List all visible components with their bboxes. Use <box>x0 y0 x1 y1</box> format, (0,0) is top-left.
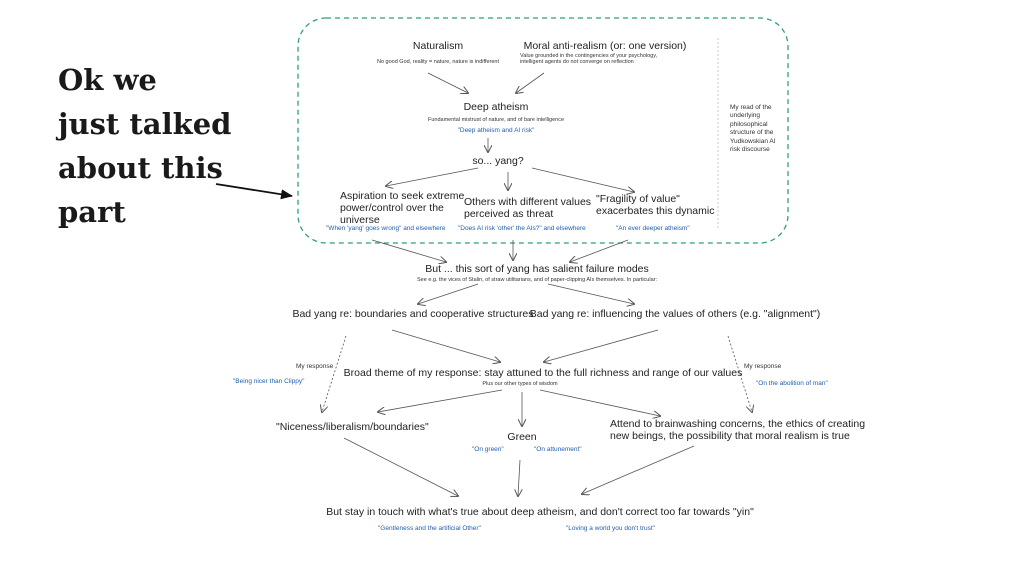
others-line: Others with different values <box>464 196 592 208</box>
fragility-line: "Fragility of value" <box>596 193 680 205</box>
aspiration-line: universe <box>340 214 380 227</box>
side-note-line: risk discourse <box>730 146 770 154</box>
fragility-link[interactable]: "An ever deeper atheism" <box>616 225 690 232</box>
arrow-yang-aspiration <box>386 167 479 186</box>
pointer-arrow <box>215 183 293 200</box>
arrow-response-left <box>322 335 347 412</box>
others-node: Others with different values perceived a… <box>464 196 591 220</box>
side-note: My read of the underlying philosophical … <box>730 104 776 155</box>
failure-modes-subtitle: See e.g. the vices of Stalin, of straw u… <box>417 277 657 283</box>
arrow-fragility-failure <box>570 239 629 262</box>
others-line: perceived as threat <box>464 208 554 221</box>
side-note-line: My read of the <box>730 104 772 111</box>
on-attunement-link[interactable]: "On attunement" <box>534 446 582 453</box>
arrow-yang-fragility <box>531 167 634 192</box>
loving-link[interactable]: "Loving a world you don't trust" <box>566 525 655 532</box>
clippy-link[interactable]: "Being nicer than Clippy" <box>233 378 305 385</box>
side-note-line: Yudkowskian AI <box>730 137 776 145</box>
bad-yang-boundaries: Bad yang re: boundaries and cooperative … <box>292 308 534 320</box>
stay-in-touch-node: But stay in touch with what's true about… <box>326 506 754 518</box>
slide-heading: Ok we just talked about this part <box>58 58 231 234</box>
arrow-theme-attend <box>539 389 660 416</box>
arrow-response-right <box>727 335 752 412</box>
antirealism-title: Moral anti-realism (or: one version) <box>523 40 687 52</box>
deep-atheism-subtitle: Fundamental mistrust of nature, and of b… <box>427 117 565 123</box>
arrow-antirealism-deep <box>516 72 545 93</box>
side-note-line: philosophical <box>730 120 768 128</box>
aspiration-line: power/control over the <box>340 202 444 215</box>
fragility-line: exacerbates this dynamic <box>596 205 715 218</box>
aspiration-node: Aspiration to seek extreme power/control… <box>340 190 464 226</box>
my-response-left: My response <box>296 363 334 370</box>
naturalism-node: Naturalism <box>413 40 463 52</box>
deep-atheism-title: Deep atheism <box>463 101 529 113</box>
attend-line: new beings, the possibility that moral r… <box>610 430 850 443</box>
aspiration-line: Aspiration to seek extreme <box>340 190 465 202</box>
side-note-line: underlying <box>730 112 760 120</box>
others-link[interactable]: "Does AI risk 'other' the AIs?" and else… <box>458 225 586 232</box>
on-green-link[interactable]: "On green" <box>472 446 504 453</box>
arrow-niceness-stay <box>343 437 458 496</box>
heading-line: Ok we <box>58 63 157 97</box>
arrow-naturalism-deep <box>427 72 468 93</box>
broad-theme-subtitle: Plus our other types of wisdom <box>482 381 558 387</box>
side-note-line: structure of the <box>730 129 774 137</box>
naturalism-subtitle: No good God, reality = nature, nature is… <box>376 59 500 65</box>
arrow-failure-values <box>547 283 634 304</box>
antirealism-subtitle-line: intelligent agents do not converge on re… <box>520 59 634 66</box>
heading-line: about this <box>58 151 223 185</box>
aspiration-link[interactable]: "When 'yang' goes wrong" and elsewhere <box>326 225 446 232</box>
green-node: Green <box>507 431 537 443</box>
attend-line: Attend to brainwashing concerns, the eth… <box>610 418 866 430</box>
niceness-node: "Niceness/liberalism/boundaries" <box>276 421 429 433</box>
heading-line: just talked <box>58 107 232 141</box>
arrow-boundaries-theme <box>391 329 500 362</box>
highlight-frame <box>297 17 789 244</box>
arrow-attend-stay <box>582 445 695 494</box>
heading-line: part <box>58 195 126 229</box>
fragility-node: "Fragility of value" exacerbates this dy… <box>596 193 714 217</box>
yang-question: so... yang? <box>472 155 524 167</box>
antirealism-subtitle-line: Value grounded in the contingencies of y… <box>520 53 658 59</box>
broad-theme-title: Broad theme of my response: stay attuned… <box>343 367 743 379</box>
arrow-values-theme <box>544 329 659 362</box>
failure-modes-title: But ... this sort of yang has salient fa… <box>425 263 649 275</box>
attend-node: Attend to brainwashing concerns, the eth… <box>610 418 865 442</box>
gentleness-link[interactable]: "Gentleness and the artificial Other" <box>378 525 481 532</box>
bad-yang-values: Bad yang re: influencing the values of o… <box>529 308 821 320</box>
deep-atheism-link[interactable]: "Deep atheism and AI risk" <box>457 127 535 134</box>
arrow-aspiration-failure <box>371 239 446 262</box>
arrow-theme-niceness <box>378 389 503 412</box>
abolition-link[interactable]: "On the abolition of man" <box>756 380 828 387</box>
my-response-right: My response <box>744 363 782 370</box>
arrow-green-stay <box>518 459 520 496</box>
antirealism-subtitle: Value grounded in the contingencies of y… <box>520 53 657 66</box>
arrow-failure-boundaries <box>418 283 479 304</box>
naturalism-title: Naturalism <box>412 40 464 52</box>
